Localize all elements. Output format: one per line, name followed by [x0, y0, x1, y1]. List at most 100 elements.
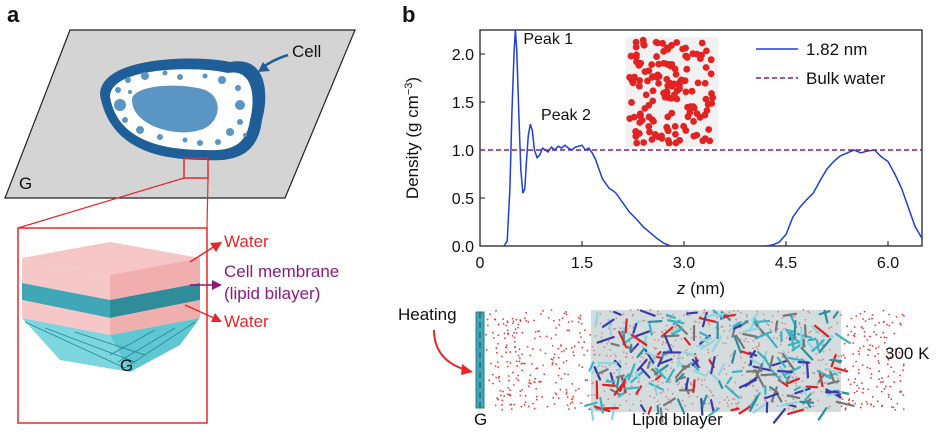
- x-tick-label: 3.0: [673, 255, 695, 272]
- water-molecule: [645, 122, 653, 130]
- water-molecule: [668, 82, 676, 90]
- water-molecule: [633, 139, 641, 147]
- water-snapshot-inset: [626, 36, 718, 147]
- inset-arrows: [184, 242, 222, 322]
- water-molecule: [679, 45, 687, 53]
- water-molecule: [694, 79, 702, 87]
- water-molecule: [628, 77, 636, 84]
- water-molecule: [672, 70, 680, 78]
- water-molecule: [664, 126, 672, 134]
- water-molecule: [654, 39, 661, 47]
- water-molecule: [651, 130, 659, 138]
- water-molecule: [705, 126, 713, 133]
- water-molecule: [671, 122, 679, 130]
- cell-arrow-head: [258, 62, 270, 72]
- inset-graphene-label: G: [120, 356, 134, 375]
- water-molecule: [683, 65, 691, 73]
- panel-a-illustration: [4, 29, 356, 424]
- x-tick-label: 1.5: [571, 255, 593, 272]
- water-molecule: [649, 97, 657, 105]
- heating-label: Heating: [398, 305, 457, 324]
- water-molecule: [632, 43, 640, 51]
- water-molecule: [660, 59, 668, 67]
- water-molecule: [686, 109, 694, 116]
- water-molecule: [645, 113, 653, 121]
- water-molecule: [696, 113, 704, 121]
- graphene-label: G: [19, 174, 33, 193]
- zoom-line-right: [206, 177, 209, 229]
- water-molecule: [653, 53, 660, 60]
- water-molecule: [696, 55, 704, 62]
- water-molecule: [660, 89, 667, 97]
- water-molecule: [663, 45, 671, 53]
- cell-vesicles: [114, 70, 247, 146]
- membrane-label-line1: Cell membrane: [224, 262, 340, 281]
- heating-arrow-head: [461, 364, 473, 375]
- water-molecule: [701, 79, 709, 87]
- temperature-label: 300 K: [885, 344, 930, 363]
- cell-nucleus: [132, 85, 218, 133]
- x-tick-label: 4.5: [775, 255, 797, 272]
- lipid-bilayer-label: Lipid bilayer: [632, 410, 723, 429]
- water-molecule: [687, 103, 695, 110]
- water-molecule: [702, 64, 710, 71]
- water-molecule: [649, 87, 657, 95]
- legend-label-series2: Bulk water: [806, 69, 886, 88]
- water-molecule: [663, 75, 671, 83]
- water-molecule: [646, 128, 653, 136]
- water-molecule: [640, 139, 648, 146]
- water-molecule: [668, 109, 676, 117]
- water-molecule: [673, 39, 681, 46]
- water-molecule: [659, 39, 666, 47]
- y-tick-label: 1.0: [452, 143, 474, 160]
- water-molecule: [678, 76, 685, 84]
- water-molecule: [636, 110, 644, 118]
- water-molecule: [636, 119, 644, 126]
- water-molecule: [645, 101, 653, 109]
- water-molecule: [655, 79, 662, 87]
- water-molecule: [633, 58, 640, 66]
- water-molecule: [635, 82, 643, 90]
- bottom-graphene-label: G: [474, 410, 488, 429]
- y-tick-label: 0.5: [452, 191, 474, 208]
- water-molecule: [688, 87, 696, 95]
- water-molecule: [670, 91, 678, 99]
- panel-b-letter: b: [402, 2, 416, 27]
- water-molecule: [690, 132, 698, 140]
- water-molecule: [664, 94, 672, 101]
- water-molecule: [707, 70, 715, 78]
- zoom-line-left: [17, 177, 185, 229]
- cell-label: Cell: [292, 42, 322, 61]
- water-molecule: [654, 71, 662, 79]
- water-molecule: [682, 88, 690, 96]
- inset-simulation: [22, 242, 200, 372]
- y-tick-label: 1.5: [452, 95, 474, 112]
- simulation-snapshot: [433, 309, 905, 424]
- heating-arrow: [433, 329, 467, 371]
- water-molecule: [701, 135, 709, 142]
- water-molecule: [655, 60, 663, 68]
- membrane-label-line2: (lipid bilayer): [224, 284, 321, 303]
- y-tick-label: 2.0: [452, 47, 474, 64]
- lipid-bilayer-region: [584, 309, 855, 424]
- y-tick-label: 0.0: [452, 239, 474, 256]
- water-molecule: [683, 54, 691, 61]
- water-molecule: [633, 51, 640, 59]
- series-line-1: [503, 30, 922, 246]
- water-bottom-label: Water: [224, 312, 269, 331]
- water-molecule: [639, 36, 647, 44]
- water-molecule: [627, 52, 635, 60]
- x-tick-label: 6.0: [877, 255, 899, 272]
- water-molecule: [665, 139, 673, 147]
- water-top-label: Water: [224, 232, 269, 251]
- water-molecule: [707, 56, 715, 64]
- panel-a-letter: a: [7, 2, 20, 27]
- water-molecule: [628, 99, 635, 106]
- water-molecule: [676, 136, 683, 144]
- x-tick-label: 0: [476, 255, 485, 272]
- water-molecule: [702, 95, 710, 103]
- water-molecule: [703, 47, 710, 55]
- water-molecule: [671, 65, 679, 73]
- peak-annotation: Peak 1: [523, 31, 573, 48]
- peak-annotation: Peak 2: [541, 107, 591, 124]
